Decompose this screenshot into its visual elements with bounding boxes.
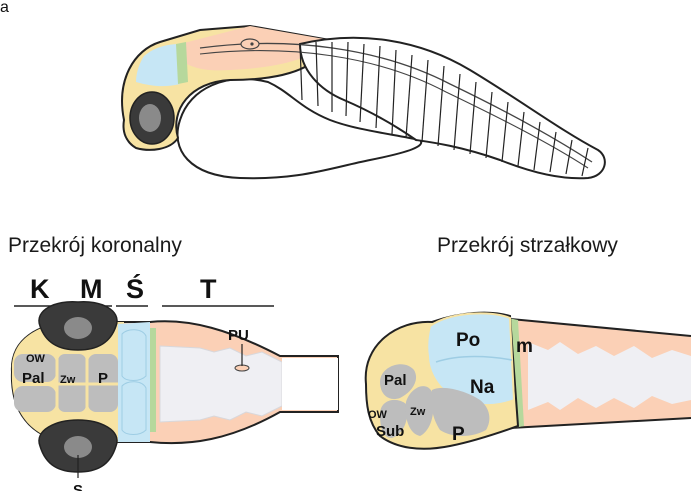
region-k-label: K [30,274,50,304]
s-label: S [73,482,83,491]
pu-label: PU [228,327,249,344]
embryo-mhb-zone [176,42,188,84]
otolith [250,42,253,45]
sagittal-m-label: m [516,336,533,357]
coronal-zw-label: Zw [60,374,76,386]
sagittal-ow-label: OW [368,409,388,421]
sagittal-po-label: Po [456,330,480,351]
region-t-label: T [200,274,217,304]
region-s-label: Ś [126,273,144,304]
sagittal-p-label: P [452,424,465,445]
sagittal-pal-label: Pal [384,372,407,389]
otic-vesicle [241,39,259,49]
panel-letter: a [0,0,9,16]
sagittal-section: Po m Na Pal OW Zw Sub P [366,313,691,449]
sagittal-sub-label: Sub [376,423,404,440]
coronal-title: Przekrój koronalny [8,234,182,257]
sagittal-title: Przekrój strzałkowy [437,234,618,257]
coronal-pal-label: Pal [22,370,45,387]
coronal-section: K M Ś T [12,273,338,491]
region-m-label: M [80,274,103,304]
coronal-p-label: P [98,370,108,387]
embryo-lateral-view [122,26,605,178]
coronal-ventricle [160,346,282,422]
sagittal-na-label: Na [470,377,495,398]
embryo-lens [139,104,161,132]
coronal-spinal-cord [282,358,338,410]
sagittal-zw-label: Zw [410,406,426,418]
coronal-ow-label: OW [26,353,46,365]
coronal-eye-top [39,302,117,350]
